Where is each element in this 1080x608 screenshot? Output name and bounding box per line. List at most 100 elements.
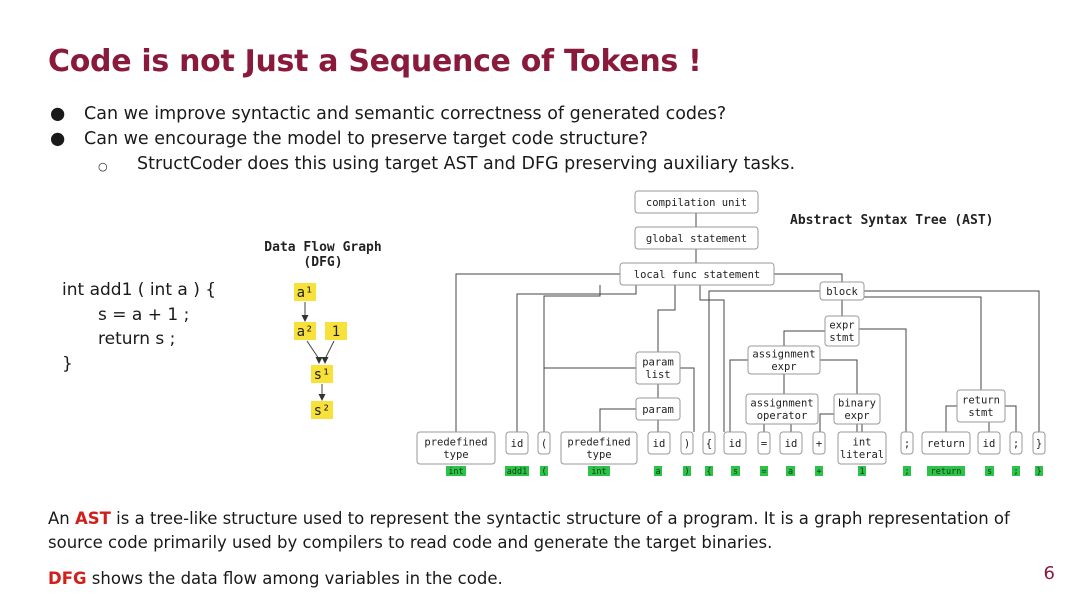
dfg-term: DFG (48, 569, 87, 588)
code-token-highlight (683, 466, 691, 476)
ast-node-box (635, 397, 681, 421)
ast-description: An AST is a tree-like structure used to … (48, 507, 1038, 555)
ast-node-box (900, 431, 914, 455)
ast-description-text: is a tree-like structure used to represe… (48, 509, 1010, 552)
ast-node-box (747, 345, 821, 375)
ast-node-box (956, 389, 1006, 423)
dfg-node-highlight (294, 322, 316, 340)
tree-edge (864, 296, 982, 390)
ast-node-label: int (853, 437, 872, 449)
ast-node: param (635, 397, 681, 421)
code-token: = (760, 466, 768, 477)
ast-node-label: type (586, 449, 611, 461)
ast-node-label: { (706, 438, 712, 450)
dfg-node-label: 1 (332, 324, 340, 340)
ast-node-label: param (642, 404, 674, 416)
dfg-arrowhead (301, 315, 309, 322)
ast-node-box (702, 431, 716, 455)
ast-node: block (819, 281, 865, 301)
ast-node-label: block (826, 286, 858, 298)
code-token: a (786, 466, 795, 477)
dfg-title-line: Data Flow Graph (264, 240, 382, 255)
code-line: s = a + 1 ; (98, 304, 190, 325)
ast-node-box (416, 431, 496, 465)
code-token-label: 1 (859, 467, 864, 477)
code-token: add1 (505, 466, 529, 477)
ast-node: local func statement (619, 262, 775, 286)
tree-edge (657, 285, 676, 352)
bullet-item: ●Can we encourage the model to preserve … (48, 127, 795, 152)
sub-bullet-text: StructCoder does this using target AST a… (137, 154, 796, 174)
dfg-node: a² (294, 322, 316, 340)
code-token-highlight (927, 466, 965, 476)
bullet-item: ●Can we improve syntactic and semantic c… (48, 102, 795, 127)
code-token-highlight (540, 466, 548, 476)
tree-edge (1005, 405, 1017, 432)
tree-edge (774, 273, 843, 282)
code-token-label: s (987, 467, 992, 477)
dfg-arrowhead (315, 357, 323, 364)
tree-edge (945, 405, 957, 432)
ast-node: compilation unit (634, 190, 759, 214)
tree-edge (783, 330, 825, 346)
tree-edge (680, 367, 695, 432)
code-token: 1 (858, 466, 866, 477)
ast-node-box (812, 431, 826, 455)
ast-node-label: global statement (646, 233, 747, 245)
dfg-node-highlight (325, 322, 347, 340)
ast-node-box (505, 431, 529, 455)
dfg-node: a¹ (294, 283, 316, 301)
bullet-marker: ● (50, 104, 66, 124)
dfg-node-label: a² (297, 324, 314, 340)
dfg-description: DFG shows the data flow among variables … (48, 569, 503, 588)
ast-node-box (634, 226, 759, 250)
code-token-label: int (591, 467, 606, 477)
code-token-highlight (858, 466, 866, 476)
ast-title: Abstract Syntax Tree (AST) (790, 213, 994, 228)
dfg-title: Data Flow Graph (DFG) (248, 240, 398, 270)
ast-node-label: return (927, 438, 965, 450)
code-token-highlight (446, 466, 466, 476)
dfg-node-label: s² (314, 403, 331, 419)
ast-node-label: = (761, 438, 767, 450)
ast-node-box (1009, 431, 1023, 455)
ast-node-box (635, 351, 681, 385)
ast-node: id (977, 431, 1001, 455)
ast-node-label: ) (684, 438, 690, 450)
code-token-label: a (788, 467, 793, 477)
code-token: ; (1012, 466, 1020, 477)
ast-node: global statement (634, 226, 759, 250)
tree-edge (516, 285, 637, 432)
ast-node-label: id (511, 438, 524, 450)
code-token: + (815, 466, 823, 477)
dfg-node: 1 (325, 322, 347, 340)
code-token-highlight (760, 466, 768, 476)
dfg-node: s² (311, 401, 333, 419)
ast-node: ; (900, 431, 914, 455)
tree-edge (981, 421, 990, 432)
ast-node: id (723, 431, 747, 455)
code-token-highlight (505, 466, 529, 476)
ast-node-label: type (443, 449, 468, 461)
ast-node-label: list (645, 369, 670, 381)
code-token-label: + (816, 467, 821, 477)
code-token-highlight (654, 466, 662, 476)
ast-node-box (921, 431, 971, 455)
code-token-label: a (655, 467, 660, 477)
ast-node-box (757, 431, 771, 455)
code-token: ( (540, 466, 548, 477)
code-token-highlight (985, 466, 994, 476)
code-token: s (731, 466, 740, 477)
ast-node-label: operator (757, 410, 808, 422)
code-token-highlight (815, 466, 823, 476)
tree-edge (543, 285, 601, 432)
ast-node-label: assignment (750, 398, 813, 410)
ast-node: } (1032, 431, 1046, 455)
ast-node: = (757, 431, 771, 455)
ast-node-box (619, 262, 775, 286)
